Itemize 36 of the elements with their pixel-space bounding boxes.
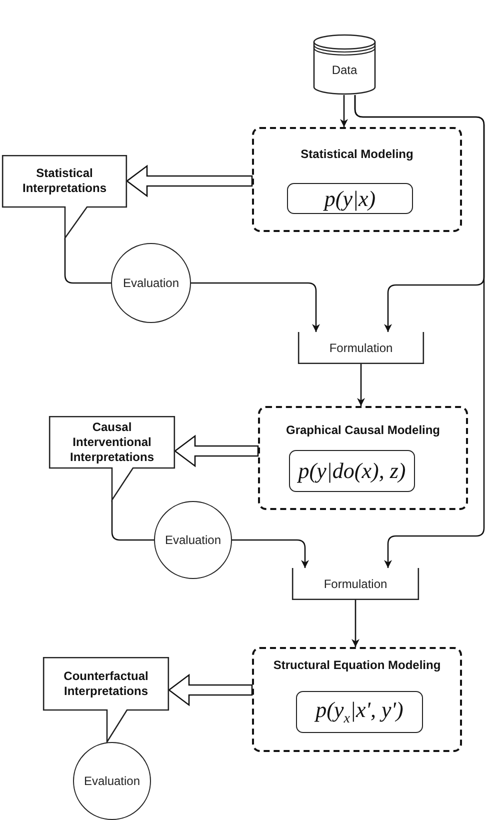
callout-text: Counterfactual Interpretations: [62, 668, 150, 700]
node-label: Formulation: [322, 577, 388, 591]
node-label: Evaluation: [84, 774, 140, 788]
speech-callout: [2, 155, 127, 238]
block-arrow: [168, 674, 253, 706]
callout-text: Causal Interventional Interpretations: [68, 418, 155, 466]
box-title: Graphical Causal Modeling: [286, 423, 440, 437]
speech-callout: [49, 416, 175, 500]
formulation-bracket: [298, 332, 424, 364]
formula-text: p(y$_{x}$|x', y'): [316, 696, 404, 728]
formulation-bracket: [292, 568, 419, 600]
formula-box: [287, 183, 413, 214]
block-arrow: [126, 164, 253, 198]
box-title: Statistical Modeling: [300, 147, 414, 161]
node-label: Evaluation: [164, 533, 222, 547]
connector-line: [111, 500, 154, 541]
connector-line: [64, 238, 111, 284]
arrow: [232, 539, 309, 568]
arrow: [354, 95, 485, 568]
node-label: Formulation: [328, 341, 394, 355]
block-arrow: [174, 434, 259, 468]
formula-box: [296, 691, 423, 733]
node-label: Evaluation: [122, 276, 180, 290]
dashed-box: [252, 127, 462, 232]
arrow: [352, 600, 360, 647]
arrow: [357, 364, 365, 406]
dashed-box: [252, 647, 462, 752]
arrow: [340, 95, 348, 127]
formula-text: p(y|x): [324, 186, 376, 212]
speech-callout: [43, 657, 169, 742]
box-title: Structural Equation Modeling: [273, 658, 441, 672]
formula-text: p(y|do(x), z): [298, 458, 406, 484]
formula-box: [289, 450, 415, 492]
dashed-box: [258, 406, 468, 510]
callout-text: Statistical Interpretations: [21, 165, 108, 197]
arrow: [191, 282, 320, 332]
